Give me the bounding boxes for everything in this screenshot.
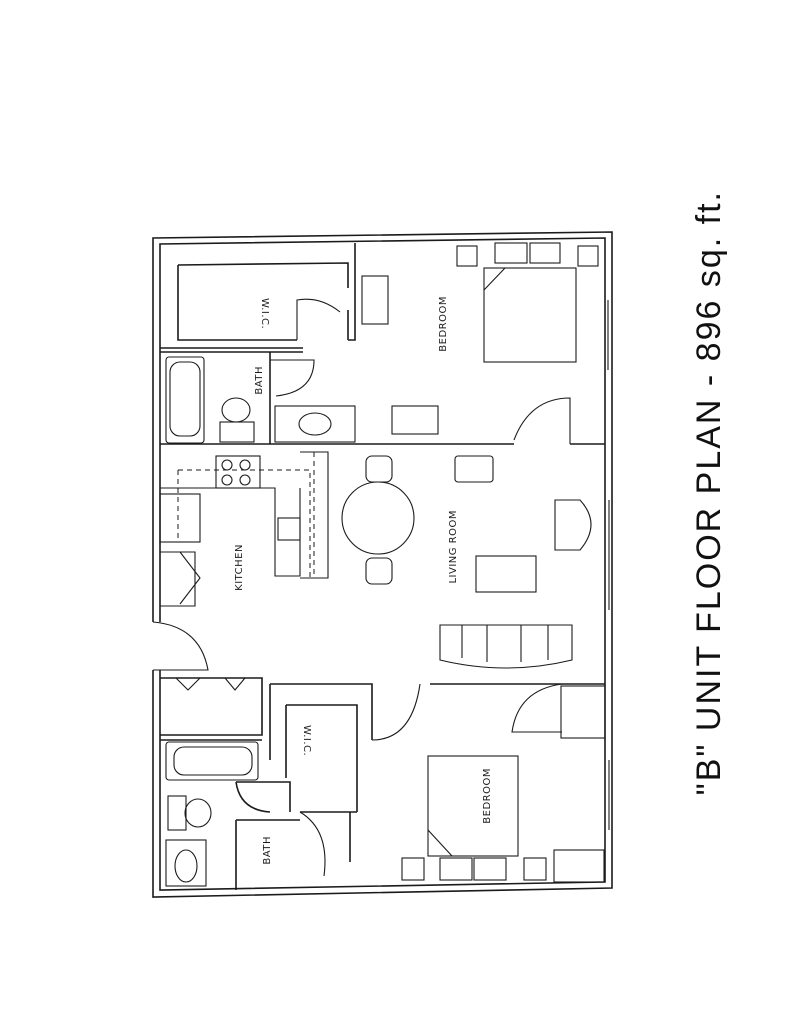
label-bedroom-top: BEDROOM — [438, 296, 449, 352]
bedroom-door-bottom — [371, 683, 421, 741]
label-wic-bottom: W.I.C. — [301, 725, 312, 756]
nightstand-top-1 — [456, 245, 478, 267]
dresser-top — [361, 275, 389, 325]
toilet-bottom — [167, 795, 187, 831]
label-living-room: LIVING ROOM — [448, 510, 459, 584]
plan-title: "B" UNIT FLOOR PLAN - 896 sq. ft. — [690, 190, 728, 795]
label-bedroom-bottom: BEDROOM — [482, 768, 493, 824]
coffee-table — [475, 555, 537, 593]
vanity-bottom — [165, 839, 207, 887]
wic-door-bottom — [299, 811, 326, 877]
bed-top — [483, 267, 577, 363]
nightstand-bottom-2 — [523, 857, 547, 881]
living-area — [341, 455, 592, 669]
kitchen-area — [152, 451, 329, 671]
toilet-top — [219, 421, 255, 443]
label-bath-top: BATH — [254, 366, 265, 395]
label-bath-bottom: BATH — [262, 836, 273, 865]
side-chair — [454, 455, 494, 483]
bedroom-door-top — [513, 397, 571, 444]
refrigerator — [159, 493, 201, 543]
lower-suite — [160, 677, 606, 890]
sofa — [439, 624, 573, 669]
exterior-walls — [152, 231, 613, 898]
dining-chair-1 — [365, 455, 393, 483]
closet-door-bottom — [511, 683, 563, 733]
entry-door — [152, 621, 209, 671]
dining-chair-2 — [365, 557, 393, 585]
vanity-top — [274, 405, 356, 443]
laundry-closet — [560, 685, 606, 739]
wic-door-top — [296, 298, 341, 340]
nightstand-bottom-1 — [401, 857, 425, 881]
kitchen-sink — [277, 517, 301, 541]
bed-bottom — [427, 755, 519, 857]
desk-top — [391, 405, 439, 435]
label-wic-top: W.I.C. — [259, 298, 270, 329]
bath-door-top — [270, 359, 315, 397]
bathtub-bottom — [165, 741, 259, 781]
armchair — [554, 499, 592, 551]
dining-table — [341, 481, 415, 555]
nightstand-top-2 — [577, 245, 599, 267]
dresser-bottom — [553, 849, 605, 883]
bathtub-top — [165, 356, 205, 444]
upper-suite — [160, 242, 605, 445]
label-kitchen: KITCHEN — [234, 544, 245, 591]
